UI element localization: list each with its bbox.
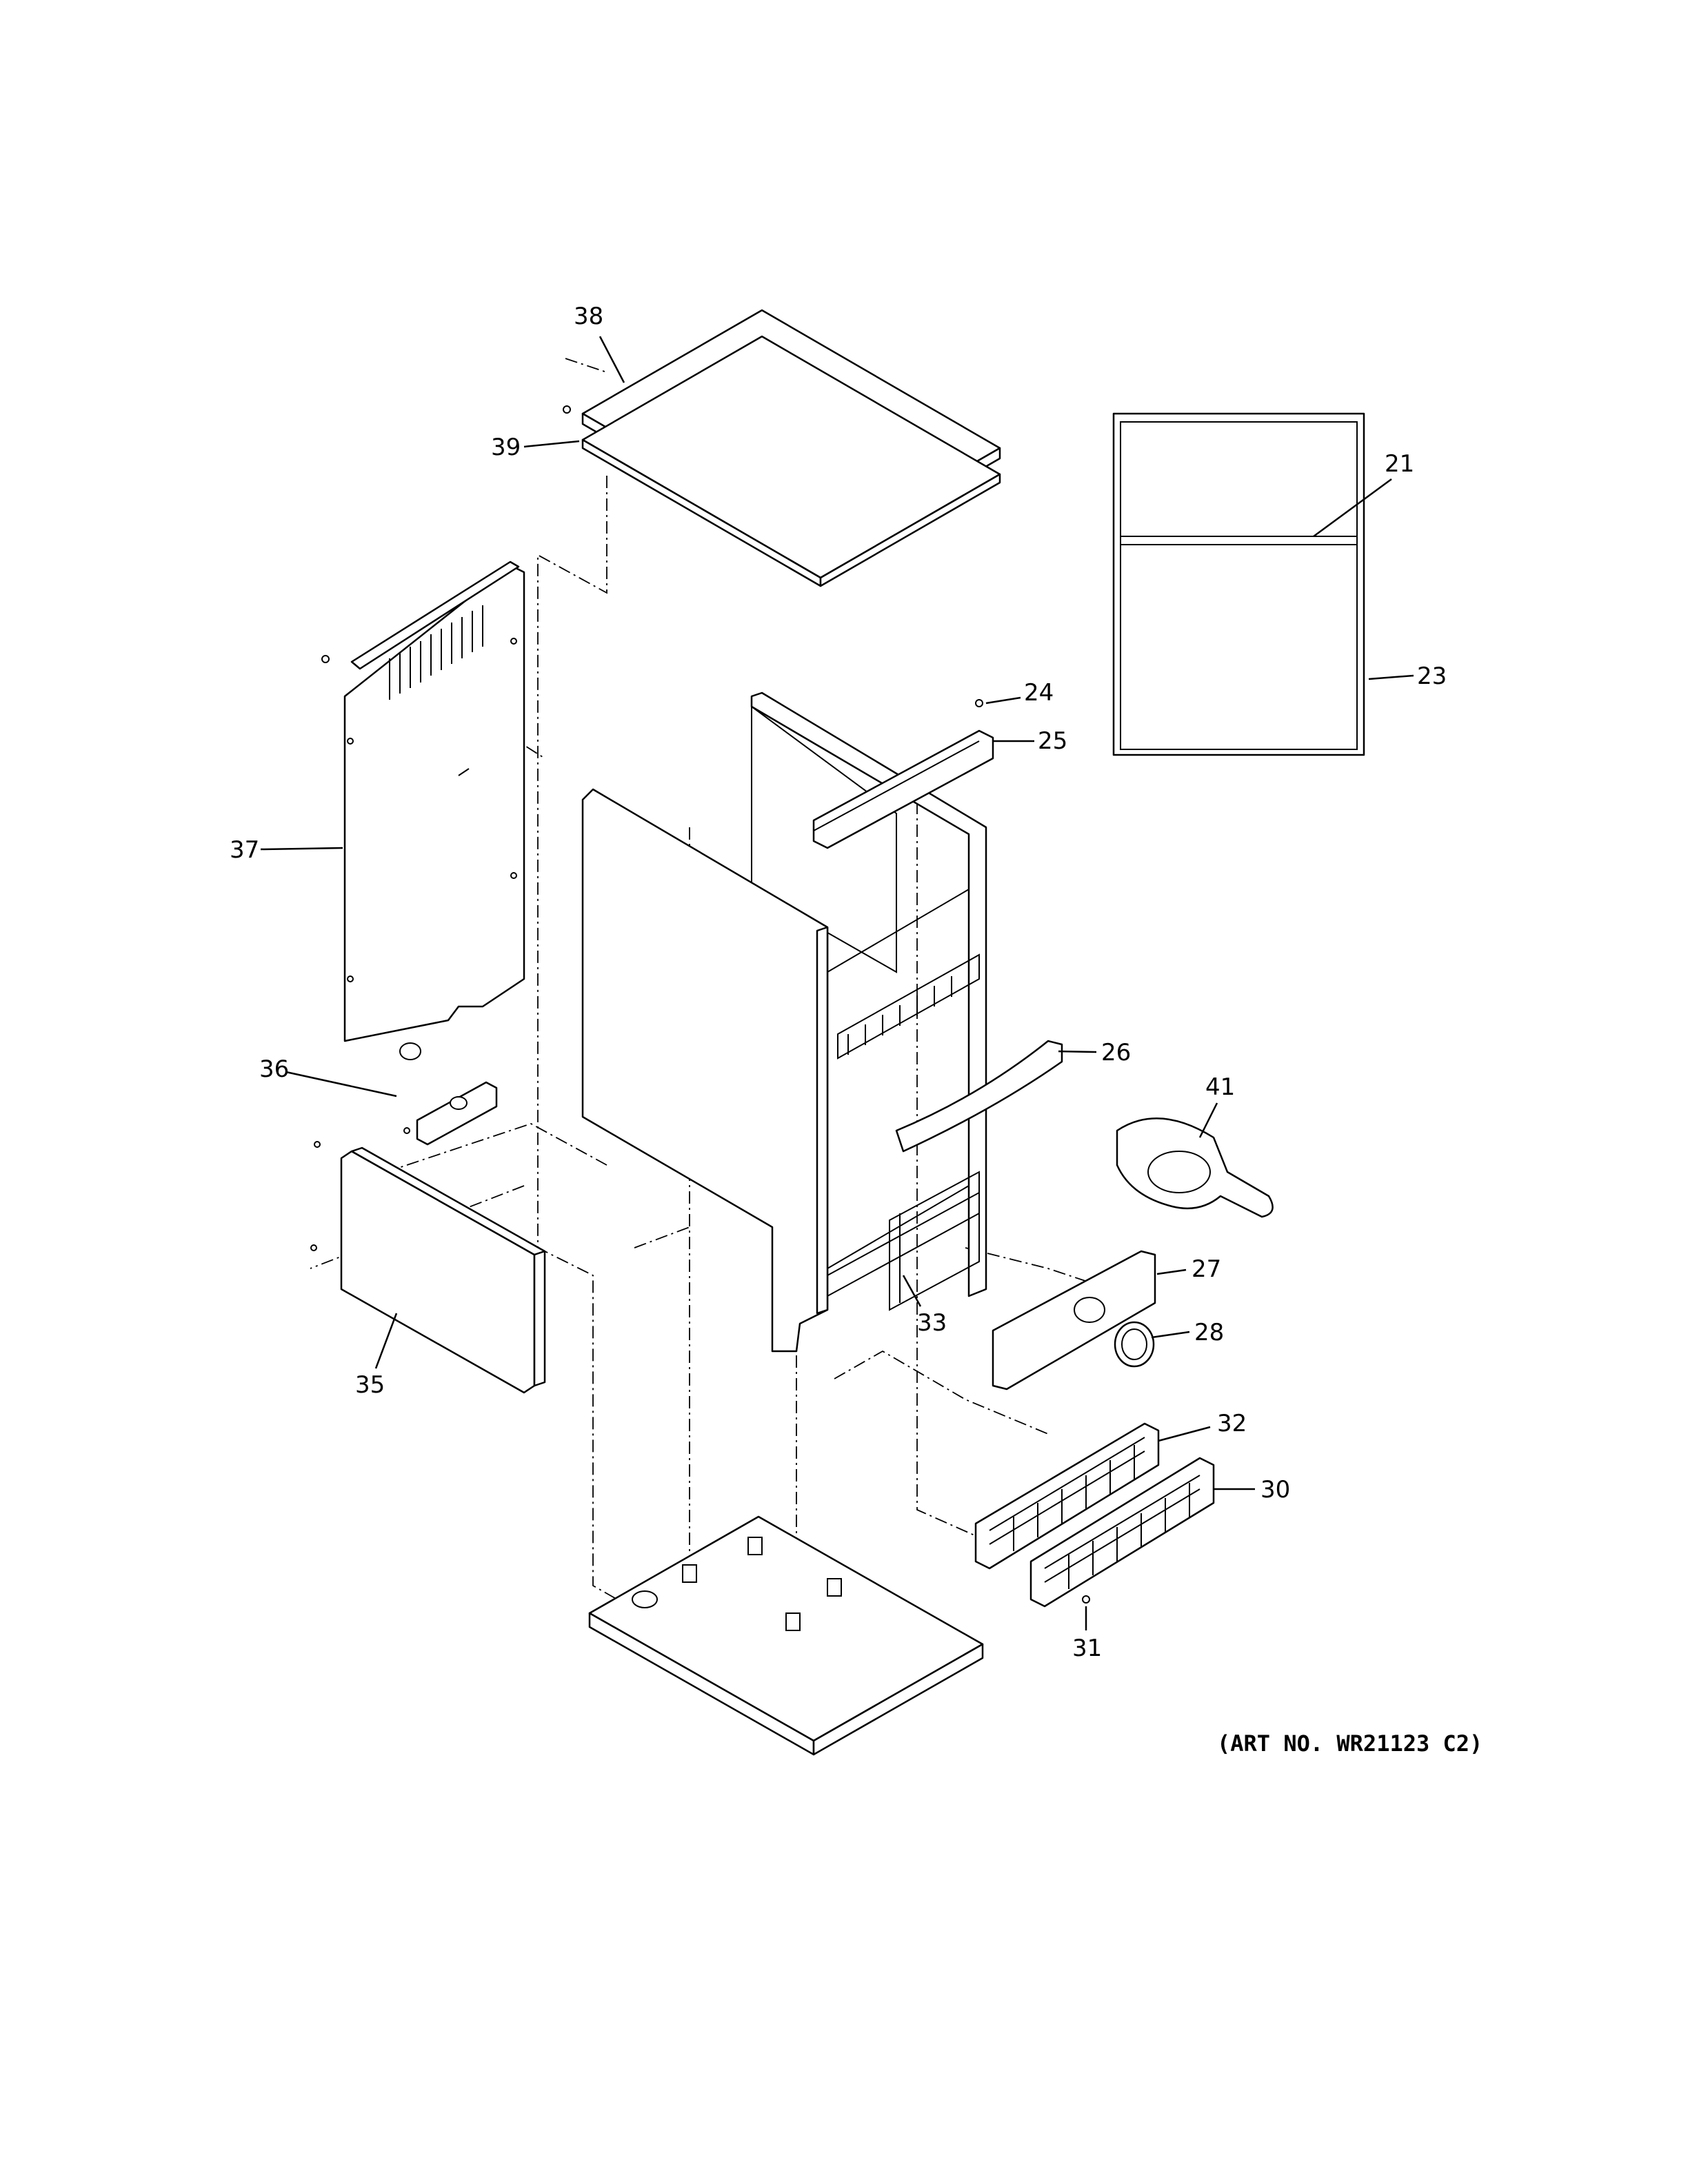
ice-scoop-41 bbox=[1116, 1117, 1274, 1218]
screw-icon bbox=[975, 699, 983, 707]
kick-plate-27 bbox=[992, 1250, 1156, 1391]
handle-26 bbox=[895, 1040, 1063, 1153]
callout-35: 35 bbox=[355, 1371, 385, 1399]
callout-33: 33 bbox=[917, 1309, 947, 1337]
art-number: (ART NO. WR21123 C2) bbox=[1217, 1730, 1483, 1757]
callout-28: 28 bbox=[1194, 1319, 1224, 1346]
bracket-36 bbox=[399, 1042, 498, 1146]
base-plate bbox=[588, 1515, 984, 1756]
callout-27: 27 bbox=[1192, 1255, 1221, 1283]
grille-30 bbox=[1029, 1457, 1215, 1608]
callout-21: 21 bbox=[1385, 450, 1414, 478]
rear-panel-37 bbox=[343, 560, 525, 1042]
callout-37: 37 bbox=[230, 836, 259, 864]
callout-24: 24 bbox=[1024, 679, 1054, 707]
screw-icon bbox=[321, 655, 330, 663]
callout-38: 38 bbox=[574, 303, 603, 330]
leader-lines bbox=[260, 336, 1414, 1630]
ring-28 bbox=[1114, 1321, 1155, 1368]
callout-30: 30 bbox=[1260, 1476, 1290, 1504]
callout-labels: 38 39 21 23 24 25 37 26 36 41 27 28 33 3… bbox=[230, 303, 1447, 1662]
callout-25: 25 bbox=[1038, 727, 1067, 755]
callout-39: 39 bbox=[491, 434, 521, 461]
callout-41: 41 bbox=[1205, 1073, 1235, 1101]
callout-26: 26 bbox=[1101, 1039, 1131, 1066]
cabinet-body bbox=[581, 691, 987, 1353]
top-panel-39 bbox=[581, 335, 1001, 587]
callout-31: 31 bbox=[1072, 1635, 1102, 1662]
callout-32: 32 bbox=[1217, 1410, 1247, 1437]
callout-23: 23 bbox=[1417, 663, 1447, 690]
front-panel-23 bbox=[1112, 412, 1365, 756]
side-panel-35 bbox=[310, 1141, 546, 1394]
screw-icon bbox=[563, 405, 571, 414]
grille-32 bbox=[974, 1422, 1160, 1570]
bracket-25 bbox=[812, 729, 994, 849]
callout-36: 36 bbox=[259, 1055, 289, 1083]
screw-icon bbox=[1082, 1595, 1090, 1604]
